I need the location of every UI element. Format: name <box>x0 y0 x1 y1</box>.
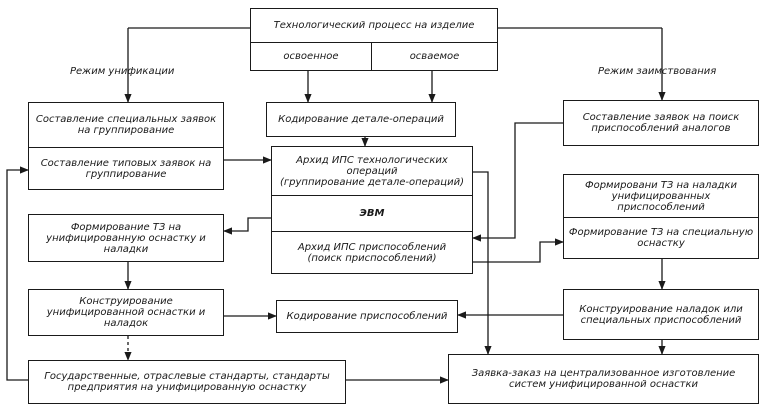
borrowing-mode-label: Режим заимствования <box>598 66 717 77</box>
archive-block: Архид ИПС технологических операций (груп… <box>271 146 473 274</box>
design-setups-box: Конструирование наладок или специальных … <box>563 289 759 340</box>
tz-setups-cell: Формировани ТЗ на наладки унифицированны… <box>564 175 758 217</box>
coding-fixtures-label: Кодирование приспособлений <box>286 311 448 322</box>
design-setups-label: Конструирование наладок или специальных … <box>579 303 743 326</box>
design-unified-box: Конструирование унифицированной оснастки… <box>28 289 224 336</box>
typical-requests-cell: Составление типовых заявок на группирова… <box>29 147 223 189</box>
coding-fixtures-box: Кодирование приспособлений <box>276 300 458 333</box>
archive-fixtures-label: Архид ИПС приспособлений <box>297 241 447 253</box>
standards-label: Государственные, отраслевые стандарты, с… <box>44 371 330 393</box>
order-label: Заявка-заказ на централизованное изготов… <box>471 368 736 390</box>
requests-block: Составление специальных заявок на группи… <box>28 102 224 190</box>
tz-special-cell: Формирование ТЗ на специальную оснастку <box>564 217 758 258</box>
edge-archive-tz-unified <box>223 217 271 235</box>
edge-archive-order <box>473 171 492 355</box>
edge-archive-tz-special <box>473 238 564 263</box>
order-box: Заявка-заказ на централизованное изготов… <box>448 354 759 404</box>
special-requests-cell: Составление специальных заявок на группи… <box>29 103 223 147</box>
tz-setups-label: Формировани ТЗ на наладки унифицированны… <box>584 179 737 213</box>
edge-feedback-loop <box>6 166 29 381</box>
computer-label: ЭВМ <box>359 208 385 219</box>
computer-cell: ЭВМ <box>272 195 472 231</box>
tz-special-label: Формирование ТЗ на специальную оснастку <box>568 227 754 249</box>
process-label: Технологический процесс на изделие <box>273 20 475 31</box>
unification-mode-label: Режим унификации <box>70 66 175 77</box>
analog-requests-box: Составление заявок на поиск приспособлен… <box>563 100 759 146</box>
tz-unified-label: Формирование ТЗ на унифицированную оснас… <box>46 221 206 255</box>
being-mastered-label: осваемое <box>409 51 460 62</box>
coding-parts-box: Кодирование детале-операций <box>266 102 456 137</box>
being-mastered-cell: осваемое <box>371 42 498 71</box>
design-unified-label: Конструирование унифицированной оснастки… <box>46 296 206 329</box>
tz-right-block: Формировани ТЗ на наладки унифицированны… <box>563 174 759 259</box>
archive-tech-label: Архид ИПС технологических операций <box>296 154 448 177</box>
tz-unified-box: Формирование ТЗ на унифицированную оснас… <box>28 214 224 262</box>
typical-requests-label: Составление типовых заявок на группирова… <box>40 157 212 180</box>
edge-analog-archive <box>472 122 563 242</box>
mastered-cell: освоенное <box>250 42 372 71</box>
standards-box: Государственные, отраслевые стандарты, с… <box>28 360 346 404</box>
archive-tech-cell: Архид ИПС технологических операций (груп… <box>272 147 472 195</box>
analog-requests-label: Составление заявок на поиск приспособлен… <box>582 112 740 134</box>
archive-tech-sub-label: (группирование детале-операций) <box>279 176 464 188</box>
archive-fixtures-cell: Архид ИПС приспособлений (поиск приспосо… <box>272 231 472 273</box>
process-box: Технологический процесс на изделие <box>250 8 498 42</box>
mastered-label: освоенное <box>283 51 339 62</box>
special-requests-label: Составление специальных заявок на группи… <box>35 114 217 136</box>
coding-parts-label: Кодирование детале-операций <box>278 114 444 125</box>
archive-fixtures-sub-label: (поиск приспособлений) <box>307 252 437 264</box>
